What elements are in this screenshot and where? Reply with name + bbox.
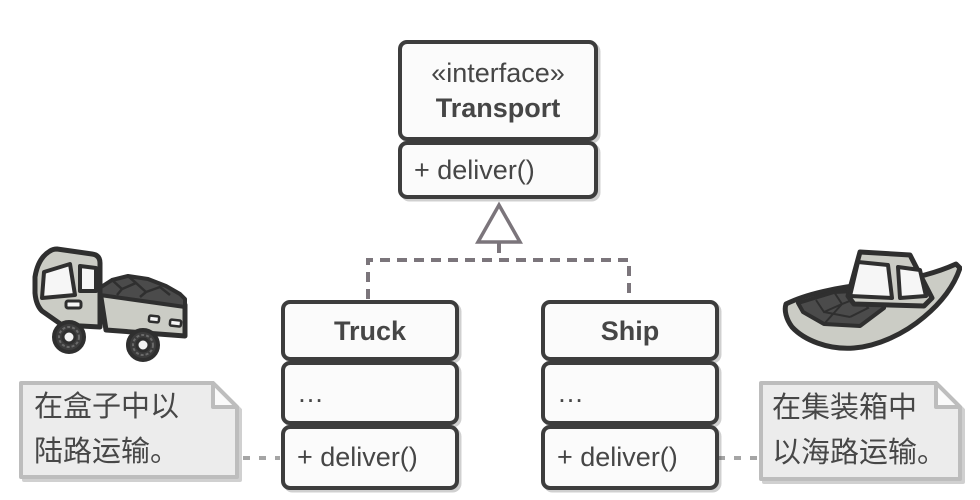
truck-fields: … bbox=[281, 361, 459, 425]
transport-method-deliver: + deliver() bbox=[414, 154, 535, 185]
truck-method-deliver: + deliver() bbox=[297, 442, 418, 472]
truck-name: Truck bbox=[333, 315, 407, 346]
ship-note-text: 在集装箱中 以海路运输。 bbox=[772, 386, 946, 476]
realization-connector bbox=[366, 243, 631, 299]
folded-corner-note-icon bbox=[759, 381, 962, 481]
realization-arrow-icon bbox=[474, 201, 524, 244]
truck-note-line1: 在盒子中以 bbox=[34, 391, 180, 423]
class-ship: Ship … + deliver() bbox=[541, 300, 719, 490]
truck-icon bbox=[32, 246, 188, 362]
ship-methods: + deliver() bbox=[541, 425, 719, 490]
ship-note-line2: 以海路运输。 bbox=[772, 437, 947, 469]
truck-fields-ellipsis: … bbox=[297, 377, 324, 408]
transport-methods: + deliver() bbox=[398, 141, 598, 199]
transport-name: Transport bbox=[435, 92, 561, 123]
ship-fields-ellipsis: … bbox=[557, 377, 584, 408]
transport-stereotype: «interface» bbox=[431, 57, 565, 88]
truck-note-line2: 陆路运输。 bbox=[34, 436, 180, 468]
truck-note-text: 在盒子中以 陆路运输。 bbox=[34, 385, 179, 475]
truck-methods: + deliver() bbox=[281, 425, 459, 490]
class-truck: Truck … + deliver() bbox=[281, 300, 459, 490]
ship-fields: … bbox=[541, 361, 719, 425]
ship-name: Ship bbox=[600, 315, 660, 346]
ship-method-deliver: + deliver() bbox=[557, 442, 678, 472]
truck-note: 在盒子中以 陆路运输。 bbox=[18, 380, 240, 480]
ship-header: Ship bbox=[541, 300, 719, 361]
folded-corner-note-icon bbox=[19, 381, 239, 479]
class-transport: «interface» Transport + deliver() bbox=[398, 40, 598, 199]
truck-header: Truck bbox=[281, 300, 459, 361]
transport-header: «interface» Transport bbox=[398, 40, 598, 141]
ship-note-line1: 在集装箱中 bbox=[772, 392, 918, 424]
ship-note: 在集装箱中 以海路运输。 bbox=[758, 380, 963, 482]
ship-icon bbox=[782, 249, 962, 351]
